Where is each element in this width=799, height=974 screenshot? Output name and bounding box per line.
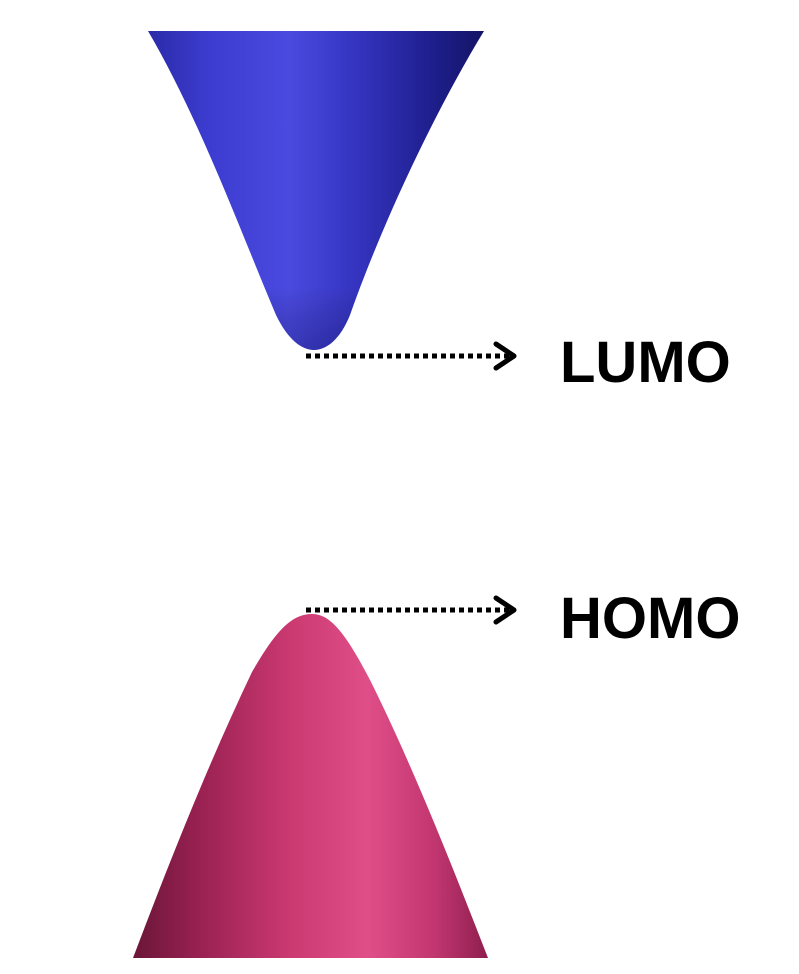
homo-label: HOMO: [560, 586, 740, 651]
lumo-arrow-head: [493, 341, 517, 371]
valence-band: [133, 614, 488, 958]
homo-arrow: [306, 595, 517, 625]
conduction-band-tip-shadow: [148, 31, 484, 350]
lumo-arrow: [306, 341, 517, 371]
homo-arrow-head: [493, 595, 517, 625]
lumo-label: LUMO: [560, 330, 731, 395]
conduction-band: [148, 31, 484, 350]
valence-band-surface: [133, 614, 488, 958]
